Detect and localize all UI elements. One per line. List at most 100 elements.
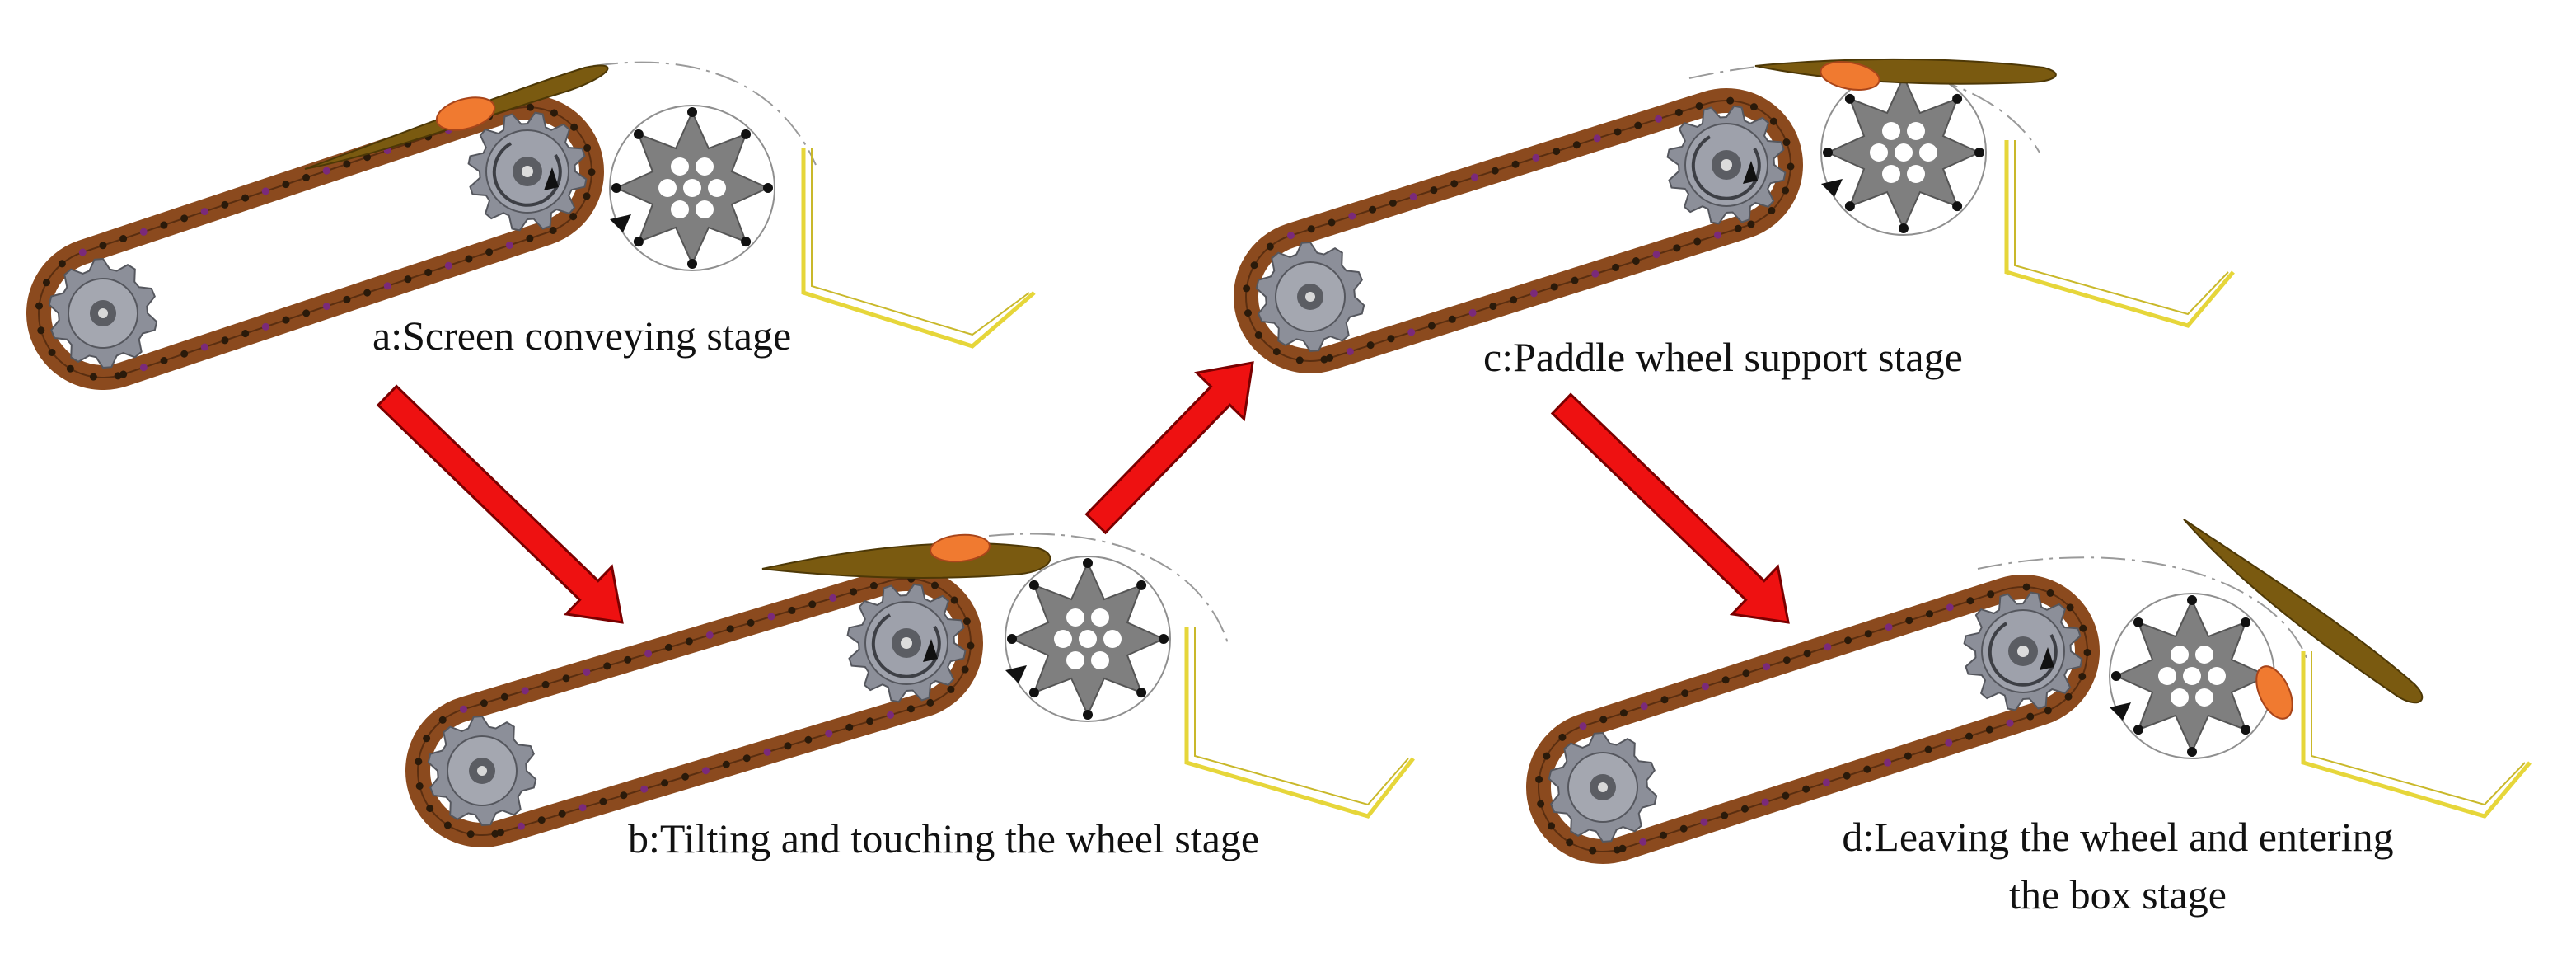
- chain-pin: [1824, 643, 1832, 651]
- chain-pin: [1674, 108, 1683, 116]
- chain-pin: [160, 357, 168, 365]
- chain-pin: [1430, 186, 1438, 195]
- chain-pin: [747, 618, 755, 627]
- chain-pin: [583, 668, 591, 676]
- chain-pin: [1965, 732, 1974, 740]
- chain-pin: [438, 716, 447, 724]
- chain-pin: [1864, 630, 1872, 638]
- chain-pin: [66, 364, 74, 373]
- chain-pin: [139, 364, 148, 372]
- chain-pin: [1747, 220, 1755, 228]
- chain-pin: [1761, 798, 1769, 806]
- chain-pin: [722, 760, 730, 768]
- chain-pin: [866, 717, 874, 725]
- chain-pin: [180, 350, 189, 358]
- paddle-wheel-hole: [1907, 122, 1925, 140]
- chain-pin: [961, 665, 969, 674]
- chain-pin: [322, 303, 330, 311]
- stage-c-panel: [1234, 58, 2235, 373]
- chain-pin: [1550, 283, 1558, 291]
- chain-pin: [261, 187, 269, 195]
- drive-chain: [405, 566, 984, 847]
- chain-pin: [1548, 822, 1556, 830]
- chain-pin: [35, 302, 43, 310]
- paddle-tip: [1844, 93, 1855, 104]
- chain-pin: [1843, 772, 1851, 780]
- paddle-wheel-hole: [2158, 667, 2176, 685]
- chain-pin: [570, 123, 578, 131]
- chain-pin: [1243, 284, 1251, 293]
- chain-pin: [1652, 251, 1660, 259]
- chain-pin: [967, 641, 975, 650]
- drive-sprocket-axle: [901, 637, 912, 649]
- chain-pin: [2066, 603, 2074, 612]
- chain-pin: [1491, 167, 1499, 175]
- rotation-arrow-icon: [923, 639, 938, 662]
- chain-pin: [926, 698, 934, 707]
- chain-pin: [1572, 141, 1581, 149]
- chain-pin: [906, 705, 915, 713]
- chain-pin: [1272, 348, 1281, 356]
- drive-chain: [1526, 575, 2100, 864]
- chain-pin: [1244, 309, 1252, 317]
- paddle-tip: [633, 237, 644, 247]
- stage-d-panel: [1526, 519, 2532, 864]
- chain-pin: [99, 242, 107, 250]
- paddle-wheel-hole: [1907, 165, 1925, 183]
- chain-pin: [1614, 128, 1622, 136]
- chain-pin: [1510, 296, 1518, 304]
- paddle-tip: [1028, 580, 1039, 590]
- chain-pin: [1593, 134, 1601, 143]
- motion-trail: [988, 533, 1229, 644]
- chain-pin: [2083, 648, 2091, 656]
- chain-pin: [1250, 261, 1258, 270]
- chain-pin: [1320, 355, 1328, 364]
- drive-sprocket-axle: [1721, 159, 1732, 171]
- chain-pin: [1389, 199, 1397, 207]
- collection-box: [801, 148, 1036, 349]
- chain-pin: [1787, 162, 1795, 171]
- chain-pin: [537, 816, 546, 824]
- chain-pin: [1387, 335, 1395, 343]
- stage-d-caption: d:Leaving the wheel and entering the box…: [1780, 808, 2456, 923]
- chain-pin: [491, 829, 499, 838]
- chain-pin: [603, 662, 611, 670]
- chain-pin: [1254, 331, 1262, 340]
- chain-pin: [624, 655, 632, 664]
- chain-pin: [1740, 805, 1749, 813]
- paddle-tip: [1844, 201, 1855, 212]
- chain-pin: [302, 309, 311, 317]
- chain-pin: [640, 785, 649, 793]
- chain-pin: [1885, 623, 1893, 631]
- paddle-wheel-hole: [2171, 646, 2189, 664]
- flow-arrow-body: [1084, 361, 1254, 535]
- chain-pin: [1613, 846, 1621, 854]
- chain-pin: [1535, 775, 1543, 783]
- chain-pin: [763, 748, 771, 756]
- paddle-tip: [1136, 580, 1147, 590]
- paddle-wheel-hole: [696, 157, 714, 176]
- chain-pin: [549, 227, 557, 235]
- chain-pin: [1721, 811, 1729, 819]
- paddle-tip: [2133, 617, 2143, 627]
- chain-pin: [562, 674, 570, 683]
- rotation-arc: [871, 613, 941, 678]
- chain-pin: [1713, 231, 1721, 239]
- rotation-arrow-icon: [544, 167, 559, 190]
- rotation-arc: [1988, 622, 2058, 687]
- paddle-wheel-hole: [2208, 667, 2226, 685]
- collection-box: [2004, 140, 2235, 328]
- chain-pin: [180, 214, 189, 223]
- chain-pin: [114, 372, 122, 380]
- chain-pin: [526, 103, 534, 111]
- paddle-tip: [741, 129, 752, 139]
- chain-pin: [1660, 696, 1669, 704]
- chain-pin: [569, 213, 578, 221]
- stage-a-panel: [26, 61, 1036, 390]
- chain-pin: [1529, 289, 1538, 298]
- rotation-arrow-icon: [610, 214, 631, 232]
- chain-pin: [788, 606, 796, 614]
- chain-pin: [200, 208, 208, 216]
- chain-pin: [1926, 610, 1934, 618]
- paddle-tip: [1952, 201, 1963, 212]
